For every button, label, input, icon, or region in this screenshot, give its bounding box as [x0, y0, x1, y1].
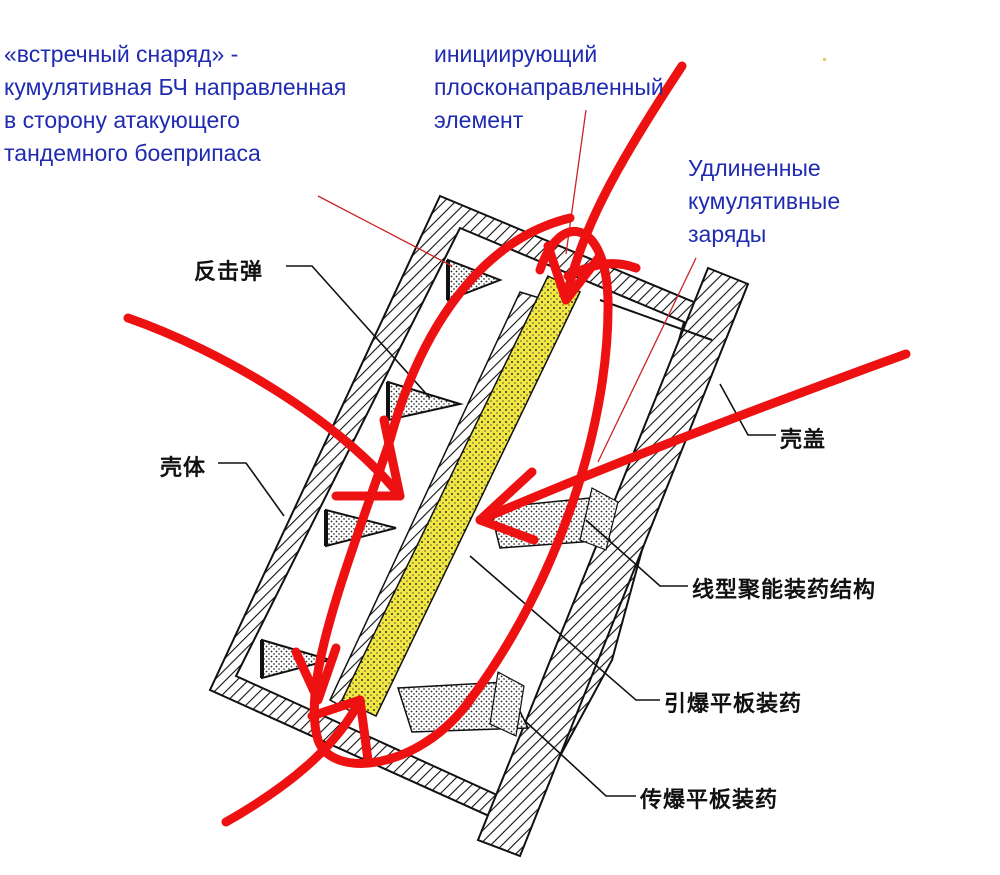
stray-dot — [823, 58, 826, 61]
label-counter-projectile: 反击弹 — [194, 260, 264, 285]
leader-linear-charge — [585, 519, 688, 587]
label-linear-shaped-charge: 线型聚能装药结构 — [692, 578, 877, 603]
red-overlay — [123, 61, 911, 827]
lid-plate — [476, 266, 750, 858]
label-shell: 壳体 — [160, 456, 207, 481]
arrow-left-loop-head — [291, 643, 341, 705]
label-lid: 壳盖 — [780, 428, 827, 453]
label-booster-plate-charge: 传爆平板装药 — [640, 788, 779, 813]
encircling-loop — [309, 213, 613, 768]
arrow-upper-right-out — [563, 259, 641, 281]
arrow-right-in — [475, 349, 911, 525]
arrow-bottom-in — [221, 695, 365, 827]
annotation-initiating-element: инициирующий плосконаправленный элемент — [434, 41, 664, 133]
leader-booster-plate — [523, 719, 636, 797]
arrow-right-head — [475, 467, 539, 545]
arrow-bottom-head — [307, 695, 373, 765]
leader-ru-charges — [597, 257, 697, 463]
booster-plate-charges — [396, 487, 619, 737]
arrow-top-left-in — [123, 313, 405, 501]
leader-lid — [719, 383, 776, 436]
leader-shell — [218, 462, 285, 517]
annotation-elongated-charges: Удлиненные кумулятивные заряды — [688, 155, 841, 247]
annotation-counter-projectile: «встречный снаряд» - кумулятивная БЧ нап… — [4, 41, 347, 166]
leader-ru-counter-projectile — [317, 195, 453, 267]
leader-counter-projectile — [286, 265, 431, 399]
label-detonating-plate-charge: 引爆平板装药 — [664, 692, 803, 717]
arrow-top-left-head — [331, 415, 405, 501]
